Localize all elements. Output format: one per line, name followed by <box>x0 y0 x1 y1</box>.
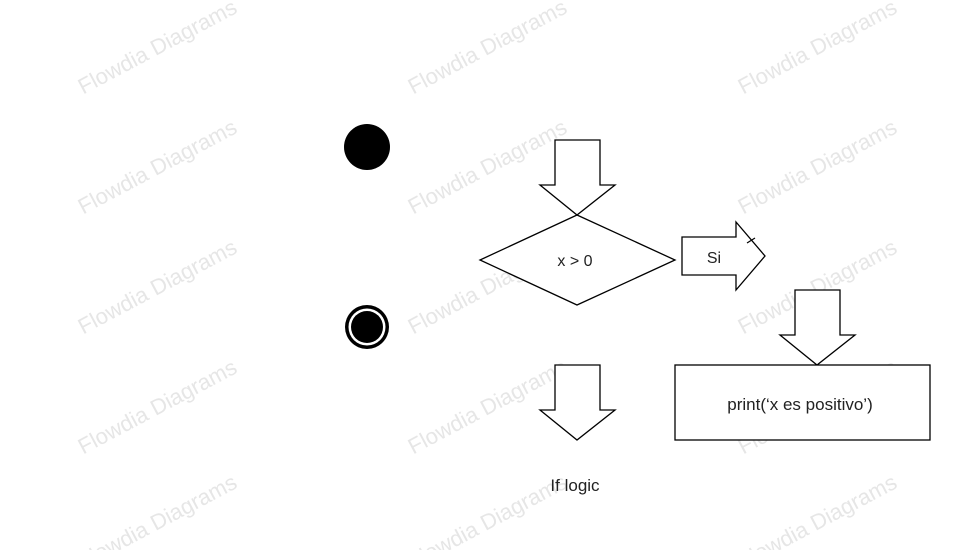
watermark-layer: Flowdia Diagrams Flowdia Diagrams Flowdi… <box>74 0 901 550</box>
watermark-text: Flowdia Diagrams <box>74 114 241 219</box>
action-node[interactable]: print(‘x es positivo’) <box>674 364 931 441</box>
yes-arrow[interactable]: Si <box>681 220 766 292</box>
end-node[interactable] <box>345 305 389 349</box>
watermark-text: Flowdia Diagrams <box>404 114 571 219</box>
decision-node[interactable]: x > 0 <box>478 214 677 306</box>
watermark-text: Flowdia Diagrams <box>734 0 901 99</box>
watermark-text: Flowdia Diagrams <box>74 354 241 459</box>
watermark-text: Flowdia Diagrams <box>74 234 241 339</box>
watermark-text: Flowdia Diagrams <box>734 469 901 550</box>
watermark-text: Flowdia Diagrams <box>74 0 241 99</box>
down-arrow-from-decision[interactable] <box>538 364 617 441</box>
watermark-text: Flowdia Diagrams <box>734 114 901 219</box>
watermark-text: Flowdia Diagrams <box>404 0 571 99</box>
down-arrow-to-action[interactable] <box>778 289 857 366</box>
start-node[interactable] <box>344 124 390 170</box>
action-label: print(‘x es positivo’) <box>727 395 873 414</box>
watermark-text: Flowdia Diagrams <box>404 469 571 550</box>
watermark-text: Flowdia Diagrams <box>404 354 571 459</box>
yes-arrow-label: Si <box>707 250 721 267</box>
decision-label: x > 0 <box>557 253 592 270</box>
diagram-caption: If logic <box>550 476 600 495</box>
watermark-text: Flowdia Diagrams <box>74 469 241 550</box>
down-arrow-to-decision[interactable] <box>538 139 617 216</box>
